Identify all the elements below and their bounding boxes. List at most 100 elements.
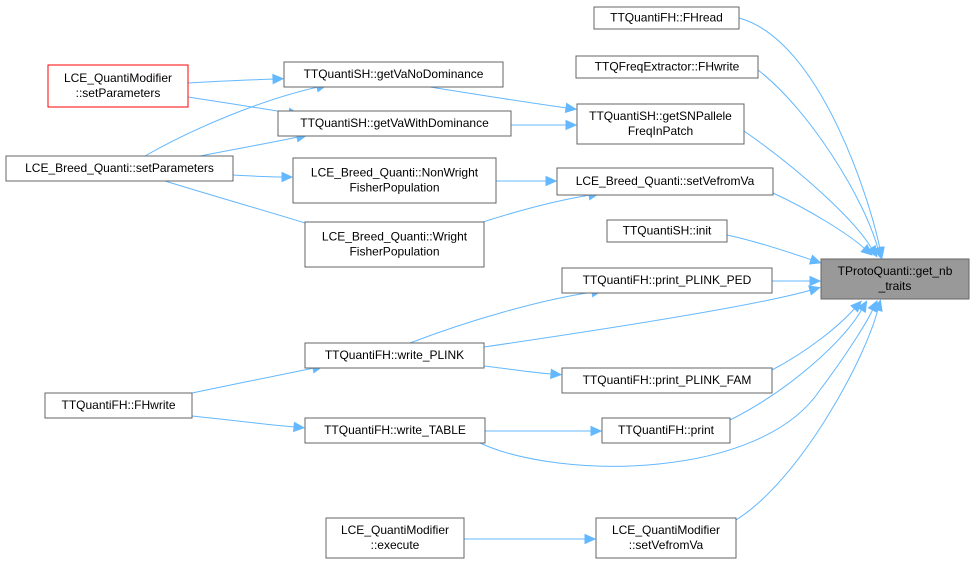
- node-box: [292, 157, 497, 204]
- arrowhead-mod_execute-to-setvefromva_mod: [584, 533, 597, 545]
- edge-fhwrite-to-write_plink: [191, 367, 315, 394]
- edge-getvanodom-to-getsnp: [429, 86, 568, 109]
- node-box: [304, 342, 485, 369]
- node-label: _traits: [878, 279, 912, 293]
- node-setvefromva_breed[interactable]: LCE_Breed_Quanti::setVefromVa: [556, 167, 774, 196]
- node-box: [561, 367, 773, 394]
- node-label: TTQuantiFH::print_PLINK_FAM: [583, 373, 752, 387]
- node-box: [47, 64, 189, 108]
- node-box: [575, 55, 759, 79]
- node-mod_execute[interactable]: LCE_QuantiModifier::execute: [325, 517, 465, 559]
- node-label: TTQuantiFH::FHread: [610, 11, 723, 25]
- arrowhead-print-to-get_nb_traits: [856, 300, 868, 313]
- node-box: [820, 258, 970, 300]
- node-init[interactable]: TTQuantiSH::init: [606, 219, 728, 243]
- node-box: [304, 417, 486, 444]
- node-fhread[interactable]: TTQuantiFH::FHread: [593, 6, 740, 30]
- node-print[interactable]: TTQuantiFH::print: [601, 417, 731, 444]
- arrowhead-getsnp-to-get_nb_traits: [866, 244, 878, 258]
- node-label: TTQuantiSH::getSNPallele: [589, 109, 732, 123]
- node-label: LCE_QuantiModifier: [341, 523, 449, 537]
- arrowhead-init-to-get_nb_traits: [808, 254, 822, 265]
- node-getvanodom[interactable]: TTQuantiSH::getVaNoDominance: [283, 61, 504, 88]
- arrowhead-write_plink-to-get_nb_traits: [808, 285, 821, 296]
- arrowhead-write_table-to-print: [590, 425, 603, 437]
- node-label: LCE_Breed_Quanti::Wright: [322, 230, 468, 244]
- arrowhead-setvefromva_mod-to-get_nb_traits: [872, 299, 883, 312]
- node-box: [593, 6, 740, 30]
- edge-breed_setparams-to-nonwright: [232, 174, 284, 178]
- node-label: LCE_Breed_Quanti::setVefromVa: [576, 174, 755, 188]
- arrowhead-getvanodom-to-getsnp: [564, 102, 578, 114]
- node-write_table[interactable]: TTQuantiFH::write_TABLE: [304, 417, 486, 444]
- node-mod_setparams[interactable]: LCE_QuantiModifier::setParameters: [47, 64, 189, 108]
- node-box: [606, 219, 728, 243]
- node-nonwright[interactable]: LCE_Breed_Quanti::NonWrightFisherPopulat…: [292, 157, 497, 204]
- edge-write_plink-to-print_fam: [483, 365, 553, 375]
- node-label: FisherPopulation: [349, 245, 439, 259]
- node-box: [277, 110, 512, 137]
- edge-freqfhwrite-to-get_nb_traits: [757, 69, 879, 250]
- node-label: TTQFreqExtractor::FHwrite: [595, 60, 740, 74]
- edges-layer: [144, 17, 885, 545]
- arrowhead-fhwrite-to-write_table: [293, 421, 306, 433]
- node-label: TTQuantiFH::FHwrite: [61, 398, 175, 412]
- edge-write_table-to-get_nb_traits: [479, 308, 874, 467]
- node-label: FisherPopulation: [349, 181, 439, 195]
- edge-fhread-to-get_nb_traits: [738, 17, 881, 250]
- node-label: ::setVefromVa: [629, 538, 704, 552]
- node-print_ped[interactable]: TTQuantiFH::print_PLINK_PED: [561, 267, 773, 294]
- arrowhead-breed_setparams-to-nonwright: [281, 171, 294, 183]
- edge-breed_setparams-to-wright: [164, 180, 319, 228]
- node-label: TTQuantiSH::init: [623, 224, 712, 238]
- node-box: [325, 517, 465, 559]
- node-box: [576, 103, 745, 145]
- node-print_fam[interactable]: TTQuantiFH::print_PLINK_FAM: [561, 367, 773, 394]
- edge-wright-to-setvefromva_breed: [479, 194, 591, 224]
- node-box: [5, 155, 234, 182]
- edge-breed_setparams-to-getvanodom: [144, 86, 319, 157]
- edge-write_plink-to-print_ped: [409, 291, 594, 344]
- node-box: [44, 392, 193, 419]
- edge-breed_setparams-to-getvawithdom: [199, 136, 299, 157]
- node-fhwrite[interactable]: TTQuantiFH::FHwrite: [44, 392, 193, 419]
- arrowhead-nonwright-to-setvefromva_breed: [545, 175, 558, 187]
- node-box: [601, 417, 731, 444]
- edge-print_fam-to-get_nb_traits: [771, 307, 856, 371]
- node-box: [561, 267, 773, 294]
- node-label: TTQuantiFH::write_TABLE: [324, 423, 466, 437]
- arrowhead-print_ped-to-get_nb_traits: [809, 275, 822, 287]
- node-getvawithdom[interactable]: TTQuantiSH::getVaWithDominance: [277, 110, 512, 137]
- node-box: [595, 517, 737, 559]
- edge-setvefromva_mod-to-get_nb_traits: [735, 308, 879, 521]
- edge-getsnp-to-get_nb_traits: [743, 130, 873, 250]
- node-label: TTQuantiSH::getVaNoDominance: [304, 67, 484, 81]
- node-write_plink[interactable]: TTQuantiFH::write_PLINK: [304, 342, 485, 369]
- node-box: [283, 61, 504, 88]
- node-label: TTQuantiFH::write_PLINK: [325, 348, 464, 362]
- arrowhead-mod_setparams-to-getvanodom: [272, 73, 285, 85]
- node-label: TTQuantiFH::print: [618, 423, 715, 437]
- edge-write_plink-to-get_nb_traits: [483, 289, 812, 348]
- node-label: TProtoQuanti::get_nb: [838, 264, 953, 278]
- node-label: TTQuantiFH::print_PLINK_PED: [583, 273, 752, 287]
- node-setvefromva_mod[interactable]: LCE_QuantiModifier::setVefromVa: [595, 517, 737, 559]
- edge-mod_setparams-to-getvanodom: [187, 78, 275, 84]
- node-freqfhwrite[interactable]: TTQFreqExtractor::FHwrite: [575, 55, 759, 79]
- node-label: TTQuantiSH::getVaWithDominance: [300, 116, 489, 130]
- node-box: [556, 167, 774, 196]
- node-label: FreqInPatch: [628, 124, 693, 138]
- node-label: LCE_Breed_Quanti::NonWright: [311, 166, 479, 180]
- node-get_nb_traits[interactable]: TProtoQuanti::get_nb_traits: [820, 258, 970, 300]
- node-label: LCE_QuantiModifier: [64, 71, 172, 85]
- edge-init-to-get_nb_traits: [726, 234, 813, 261]
- arrowhead-setvefromva_breed-to-get_nb_traits: [860, 244, 873, 256]
- nodes-layer: TProtoQuanti::get_nb_traitsTTQuantiFH::F…: [5, 6, 970, 559]
- node-breed_setparams[interactable]: LCE_Breed_Quanti::setParameters: [5, 155, 234, 182]
- node-box: [304, 221, 485, 268]
- node-label: LCE_Breed_Quanti::setParameters: [25, 161, 214, 175]
- edge-print-to-get_nb_traits: [729, 308, 863, 421]
